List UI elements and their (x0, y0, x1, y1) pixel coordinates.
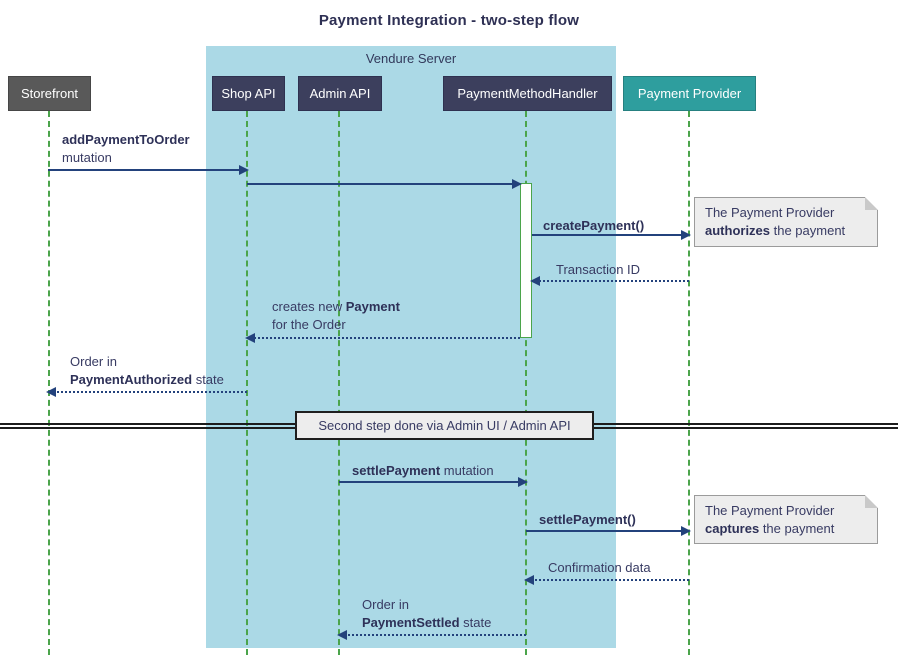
arrow-transaction-id (530, 276, 689, 286)
arrowhead-right-icon (512, 179, 522, 189)
note-captures: The Payment Provider captures the paymen… (694, 495, 878, 544)
arrowhead-left-icon (46, 387, 56, 397)
message-confirmation-data: Confirmation data (548, 559, 651, 577)
note-captures-rest: the payment (759, 521, 835, 536)
lifeline-payment-method-handler (525, 111, 527, 655)
vendure-server-label: Vendure Server (365, 51, 457, 66)
note-captures-line1: The Payment Provider (705, 503, 835, 518)
activation-bar (520, 183, 532, 338)
message-payment-authorized: Order in PaymentAuthorized state (70, 353, 224, 389)
message-create-payment: createPayment() (543, 217, 644, 235)
arrowhead-right-icon (518, 477, 528, 487)
message-payment-authorized-rest: state (192, 372, 224, 387)
arrowhead-left-icon (524, 575, 534, 585)
message-creates-payment-line2: for the Order (272, 317, 346, 332)
arrow-creates-payment (245, 333, 520, 343)
message-transaction-id: Transaction ID (556, 261, 640, 279)
arrowhead-left-icon (530, 276, 540, 286)
divider-label: Second step done via Admin UI / Admin AP… (318, 418, 571, 433)
message-transaction-id-text: Transaction ID (556, 262, 641, 277)
message-creates-payment-keyword: Payment (345, 299, 400, 314)
diagram-title: Payment Integration - two-step flow (318, 12, 580, 29)
participant-storefront: Storefront (8, 76, 91, 111)
arrowhead-right-icon (681, 230, 691, 240)
message-payment-authorized-state: PaymentAuthorized (70, 372, 193, 387)
participant-shop-api: Shop API (212, 76, 285, 111)
arrow-settle-payment-mutation (339, 477, 528, 487)
lifeline-shop-api (246, 111, 248, 655)
note-authorizes: The Payment Provider authorizes the paym… (694, 197, 878, 247)
participant-admin-api: Admin API (298, 76, 382, 111)
lifeline-payment-provider (688, 111, 690, 655)
lifeline-admin-api (338, 111, 340, 655)
message-settle-payment-call-name: settlePayment() (539, 512, 636, 527)
note-fold-icon (865, 197, 878, 210)
message-payment-authorized-line1: Order in (70, 354, 117, 369)
arrowhead-left-icon (245, 333, 255, 343)
arrow-add-payment-to-order (48, 165, 249, 175)
message-payment-settled-line1: Order in (362, 597, 409, 612)
message-create-payment-name: createPayment() (543, 218, 645, 233)
arrow-confirmation-data (524, 575, 689, 585)
message-settle-payment-mutation-rest: mutation (440, 463, 494, 478)
participant-payment-provider-label: Payment Provider (637, 86, 742, 101)
vendure-server-frame (206, 46, 616, 648)
lifeline-storefront (48, 111, 50, 655)
arrowhead-left-icon (337, 630, 347, 640)
note-authorizes-rest: the payment (770, 223, 846, 238)
message-settle-payment-mutation: settlePayment mutation (352, 462, 494, 480)
message-settle-payment-mutation-name: settlePayment (352, 463, 441, 478)
message-payment-settled: Order in PaymentSettled state (362, 596, 491, 632)
note-authorizes-keyword: authorizes (705, 223, 771, 238)
message-settle-payment-call: settlePayment() (539, 511, 636, 529)
note-captures-keyword: captures (705, 521, 760, 536)
arrowhead-right-icon (681, 526, 691, 536)
arrow-payment-settled (337, 630, 526, 640)
participant-shop-api-label: Shop API (221, 86, 276, 101)
arrowhead-right-icon (239, 165, 249, 175)
message-payment-settled-state: PaymentSettled (362, 615, 460, 630)
participant-storefront-label: Storefront (20, 86, 79, 101)
arrow-shop-api-to-handler (247, 179, 522, 189)
message-add-payment-to-order-suffix: mutation (62, 150, 112, 165)
participant-payment-method-handler: PaymentMethodHandler (443, 76, 612, 111)
message-confirmation-data-text: Confirmation data (548, 560, 651, 575)
message-payment-settled-rest: state (459, 615, 492, 630)
arrow-create-payment (532, 230, 691, 240)
message-add-payment-to-order-name: addPaymentToOrder (62, 132, 190, 147)
participant-payment-method-handler-label: PaymentMethodHandler (457, 86, 598, 101)
arrow-settle-payment-call (526, 526, 691, 536)
message-creates-payment: creates new Payment for the Order (272, 298, 400, 334)
note-fold-icon (865, 495, 878, 508)
message-add-payment-to-order: addPaymentToOrder mutation (62, 131, 190, 167)
divider-second-step: Second step done via Admin UI / Admin AP… (295, 411, 594, 440)
participant-admin-api-label: Admin API (309, 86, 371, 101)
message-creates-payment-pre: creates new (272, 299, 346, 314)
note-authorizes-line1: The Payment Provider (705, 205, 835, 220)
arrow-payment-authorized (46, 387, 247, 397)
participant-payment-provider: Payment Provider (623, 76, 756, 111)
